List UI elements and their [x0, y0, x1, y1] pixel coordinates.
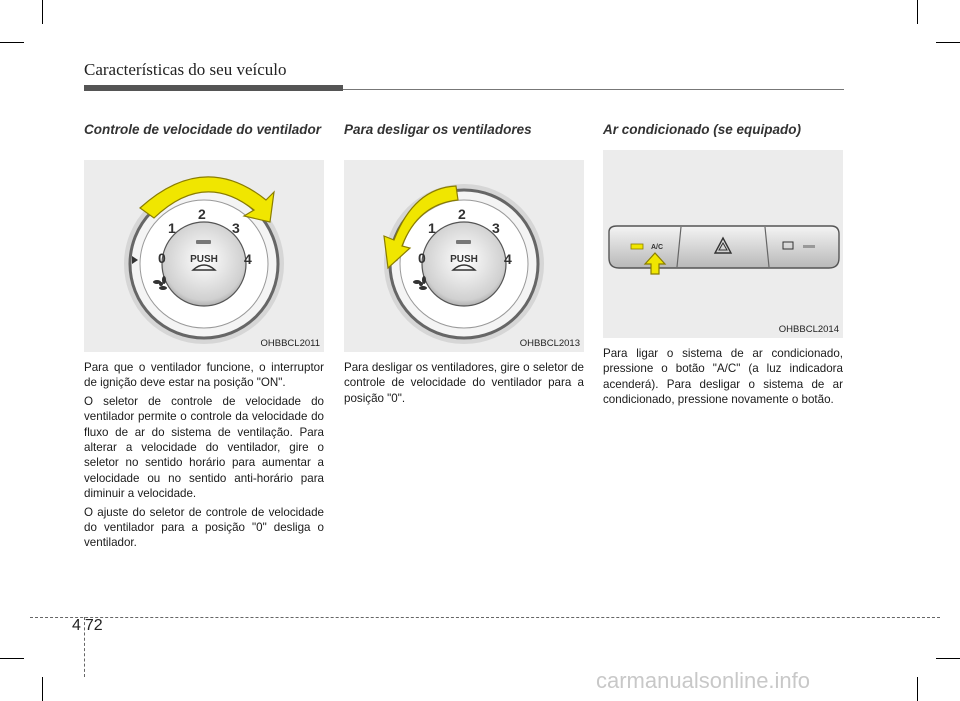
figure-ac-panel: A/C OHBBCL2014: [603, 150, 843, 338]
rear-defrost-icon: [782, 241, 794, 250]
crop-mark: [42, 677, 43, 701]
knob-label-3: 3: [492, 220, 500, 236]
crop-mark: [936, 42, 960, 43]
paragraph: O seletor de controle de velocidade do v…: [84, 394, 324, 501]
figure-fan-knob-counterclockwise: PUSH 0 1 2 3 4 OHBBCL2013: [344, 160, 584, 352]
page-section: 4: [72, 617, 81, 634]
hazard-icon: [713, 236, 733, 254]
crop-mark: [0, 42, 24, 43]
section-title: Para desligar os ventiladores: [344, 122, 532, 137]
push-label: PUSH: [190, 254, 218, 265]
figure-code: OHBBCL2013: [519, 338, 580, 349]
knob-label-1: 1: [168, 220, 176, 236]
fan-icon: [153, 276, 167, 290]
knob-label-0: 0: [418, 250, 426, 266]
pointer-arrow: [643, 252, 667, 275]
ac-indicator-light: [630, 243, 644, 250]
crop-mark: [936, 658, 960, 659]
figure-code: OHBBCL2014: [778, 324, 839, 335]
page-header-title: Características do seu veículo: [84, 60, 287, 79]
paragraph: Para ligar o sistema de ar condicionado,…: [603, 347, 843, 407]
section-title: Controle de velocidade do ventilador: [84, 122, 322, 137]
header-rule: [343, 89, 844, 90]
column-air-conditioning: Ar condicionado (se equipado) A/C OHBBCL…: [603, 122, 843, 408]
paragraph: Para que o ventilador funcione, o interr…: [84, 361, 324, 390]
section-title: Ar condicionado (se equipado): [603, 122, 802, 137]
crop-mark: [42, 0, 43, 24]
column-turn-off-fans: Para desligar os ventiladores PUSH 0 1 2…: [344, 122, 584, 406]
page-index: 72: [84, 617, 103, 634]
counterclockwise-arrow: [383, 185, 459, 270]
knob-label-3: 3: [232, 220, 240, 236]
ac-button-label: A/C: [651, 244, 663, 251]
paragraph: Para desligar os ventiladores, gire o se…: [344, 361, 584, 405]
paragraph: O ajuste do seletor de controle de veloc…: [84, 505, 324, 550]
crop-mark: [0, 658, 24, 659]
fan-icon: [413, 276, 427, 290]
figure-code: OHBBCL2011: [260, 338, 321, 349]
footer-rule: [30, 617, 940, 618]
knob-label-1: 1: [428, 220, 436, 236]
column-fan-speed: Controle de velocidade do ventilador PUS…: [84, 122, 324, 551]
ac-panel-illustration: A/C: [608, 225, 840, 275]
knob-label-0: 0: [158, 250, 166, 266]
knob-label-4: 4: [244, 251, 252, 267]
watermark: carmanualsonline.info: [596, 668, 811, 693]
knob-label-4: 4: [504, 251, 512, 267]
knob-label-2: 2: [198, 206, 206, 222]
clockwise-arrow: [139, 176, 275, 223]
knob-label-2: 2: [458, 206, 466, 222]
footer-divider: [84, 617, 85, 677]
header-bar: [84, 85, 343, 91]
figure-fan-knob-clockwise: PUSH 0 1 2 3 4 OHBBCL2011: [84, 160, 324, 352]
crop-mark: [917, 0, 918, 24]
fan-knob-illustration: PUSH 0 1 2 3 4: [383, 184, 544, 344]
push-label: PUSH: [450, 254, 478, 265]
fan-knob-illustration: PUSH 0 1 2 3 4: [124, 176, 284, 344]
crop-mark: [917, 677, 918, 701]
